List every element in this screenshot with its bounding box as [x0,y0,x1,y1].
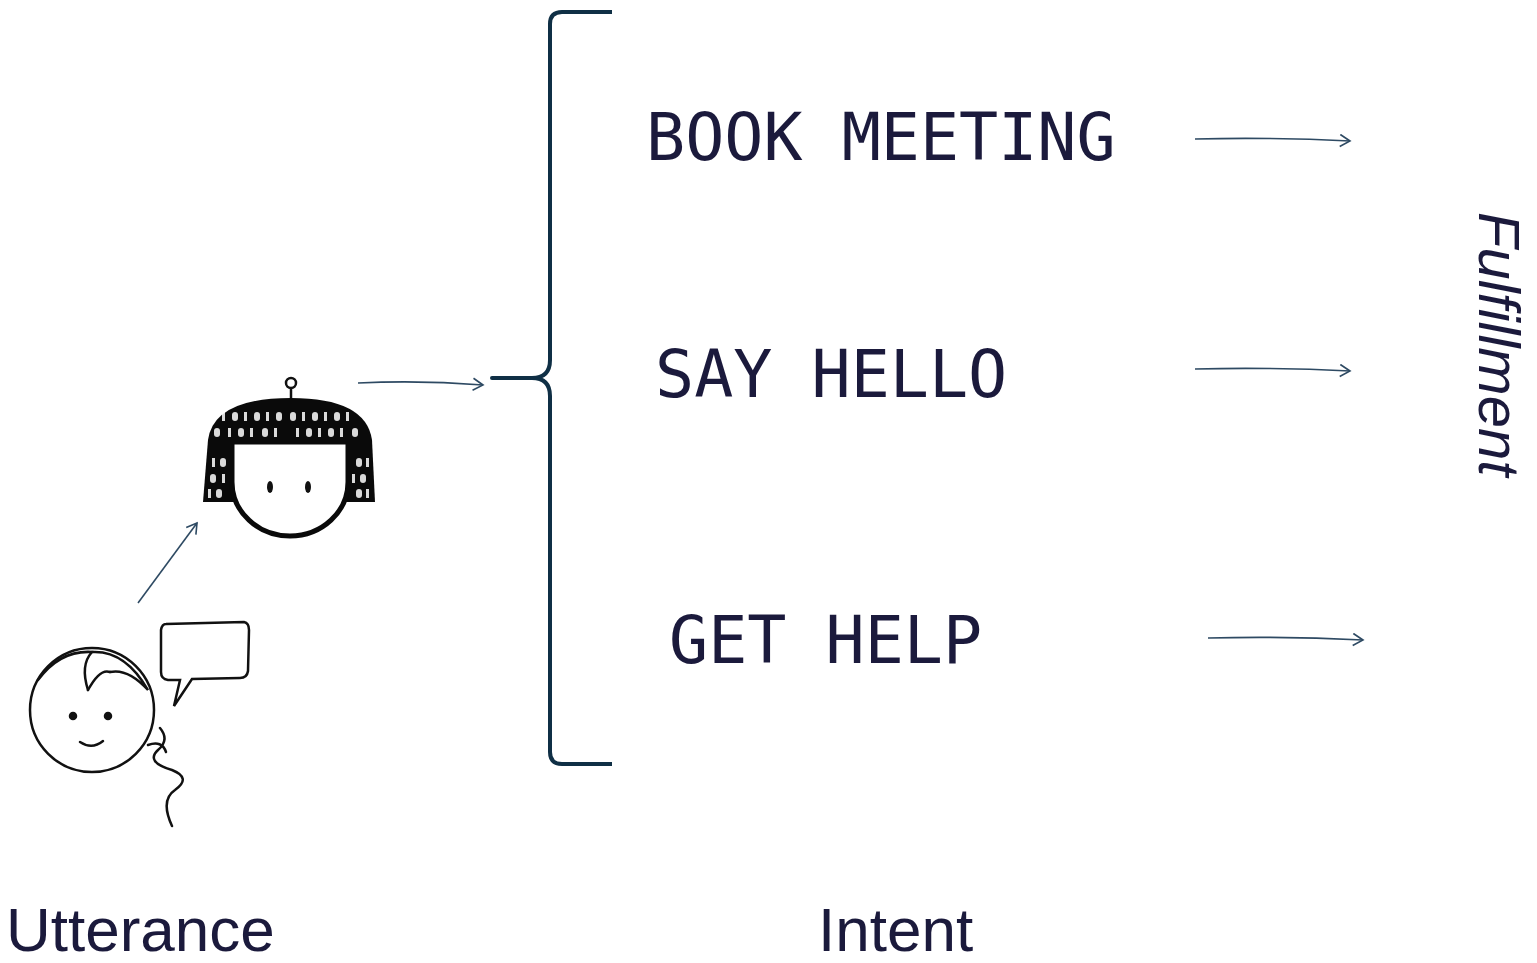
curly-brace [492,12,612,764]
person-figure [30,622,249,826]
intent-label: GET HELP [669,608,982,673]
stage-label: Intent [818,899,973,961]
stage-label: Fulfillment [1470,212,1528,476]
flow-arrows [138,138,1363,640]
robot-figure [203,378,375,536]
intent-label: BOOK MEETING [646,105,1116,170]
stage-label: Utterance [6,899,275,961]
intent-label: SAY HELLO [655,342,1007,407]
